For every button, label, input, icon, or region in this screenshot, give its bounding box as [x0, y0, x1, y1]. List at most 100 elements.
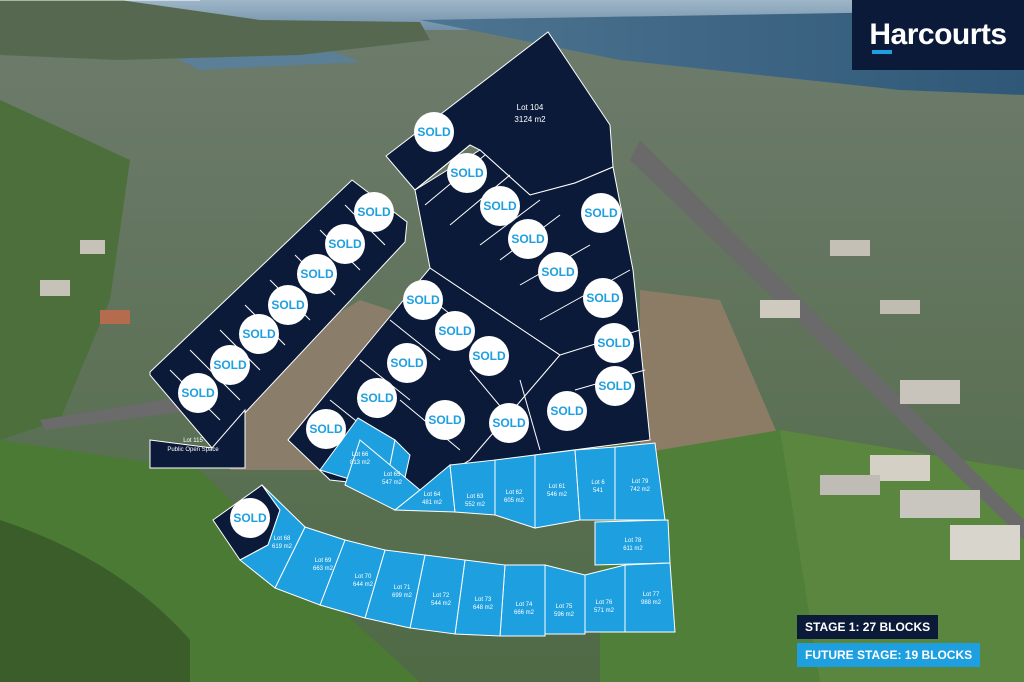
sold-badge-label: SOLD: [597, 336, 631, 350]
lot-76-shape: [584, 564, 626, 633]
lot-62-area: 605 m2: [504, 498, 525, 504]
sold-badge-label: SOLD: [213, 358, 247, 372]
sold-badge: [595, 366, 635, 406]
sold-badge-label: SOLD: [328, 237, 362, 251]
lot-74-name: Lot 74: [516, 602, 533, 608]
lot-74-area: 666 m2: [514, 610, 535, 616]
lot-77-area: 988 m2: [641, 600, 662, 606]
lot-66-area: 813 m2: [350, 460, 371, 466]
future-stage-lots: [239, 417, 676, 637]
lot-70-name: Lot 70: [355, 574, 372, 580]
lot-115-name: Lot 115: [183, 438, 203, 444]
lot-71-name: Lot 71: [394, 585, 411, 591]
sold-badge: [581, 193, 621, 233]
sold-badge: [210, 345, 250, 385]
legend-stage1: STAGE 1: 27 BLOCKS: [797, 615, 939, 639]
sold-badge: [480, 186, 520, 226]
sold-badge-label: SOLD: [357, 205, 391, 219]
sold-badge: [268, 285, 308, 325]
lot-63-area: 552 m2: [465, 502, 486, 508]
lot-61-name: Lot 61: [549, 484, 566, 490]
sold-badge-label: SOLD: [390, 356, 424, 370]
sold-badge: [594, 323, 634, 363]
sold-badge-label: SOLD: [472, 349, 506, 363]
lot-73-area: 648 m2: [473, 605, 494, 611]
sold-markers: SOLDSOLDSOLDSOLDSOLDSOLDSOLDSOLDSOLDSOLD…: [178, 112, 635, 538]
lot-66-name: Lot 66: [352, 452, 369, 458]
lot-64-name: Lot 64: [424, 492, 441, 498]
lot-71-area: 699 m2: [392, 593, 413, 599]
sold-badge: [425, 400, 465, 440]
lot-73-name: Lot 73: [475, 597, 492, 603]
lot-70-area: 644 m2: [353, 582, 374, 588]
lot-75-area: 596 m2: [554, 612, 575, 618]
lot-74-shape: [499, 564, 546, 637]
sold-badge-label: SOLD: [406, 293, 440, 307]
sold-badge-label: SOLD: [309, 422, 343, 436]
sold-badge-label: SOLD: [450, 166, 484, 180]
sold-badge-label: SOLD: [483, 199, 517, 213]
sold-badge: [357, 378, 397, 418]
lot-68-name: Lot 68: [274, 536, 291, 542]
sold-badge-label: SOLD: [438, 324, 472, 338]
sold-badge-label: SOLD: [417, 125, 451, 139]
lot-68-area: 619 m2: [272, 544, 293, 550]
lot-68-shape: [239, 484, 306, 589]
sold-badge-label: SOLD: [511, 232, 545, 246]
sold-badge: [469, 336, 509, 376]
sold-badge-label: SOLD: [586, 291, 620, 305]
lot-75-shape: [544, 564, 586, 635]
harcourts-logo: Harcourts: [852, 0, 1024, 70]
lot-72-name: Lot 72: [433, 593, 450, 599]
sold-badge: [297, 254, 337, 294]
lot-75-name: Lot 75: [556, 604, 573, 610]
sold-badge-label: SOLD: [584, 206, 618, 220]
legend-future-stage: FUTURE STAGE: 19 BLOCKS: [797, 643, 981, 667]
sold-badge: [508, 219, 548, 259]
sold-badge: [547, 391, 587, 431]
sold-badge-label: SOLD: [541, 265, 575, 279]
sold-badge-label: SOLD: [360, 391, 394, 405]
lot-63-name: Lot 63: [467, 494, 484, 500]
sold-badge: [583, 278, 623, 318]
sold-badge: [489, 403, 529, 443]
lot-60-area: 541: [593, 488, 604, 494]
sold-badge-label: SOLD: [428, 413, 462, 427]
sold-badge: [447, 153, 487, 193]
sold-badge: [239, 314, 279, 354]
sold-badge-label: SOLD: [300, 267, 334, 281]
sold-badge-label: SOLD: [598, 379, 632, 393]
lot-69-area: 663 m2: [313, 566, 334, 572]
lot-62-name: Lot 62: [506, 490, 523, 496]
lot-76-area: 571 m2: [594, 608, 615, 614]
lot-64-area: 481 m2: [422, 500, 443, 506]
brand-name: Harcourts: [869, 18, 1007, 51]
sold-badge-label: SOLD: [550, 404, 584, 418]
lot-115-area: Public Open Space: [167, 447, 219, 453]
lot-104-name: Lot 104: [517, 103, 544, 112]
sold-badge: [414, 112, 454, 152]
lot-104-area: 3124 m2: [514, 115, 546, 124]
sold-badge: [230, 498, 270, 538]
lot-72-area: 544 m2: [431, 601, 452, 607]
sold-badge: [178, 373, 218, 413]
lot-65-name: Lot 65: [384, 472, 401, 478]
lot-61-area: 546 m2: [547, 492, 568, 498]
sold-badge-label: SOLD: [492, 416, 526, 430]
sold-badge: [306, 409, 346, 449]
sold-badge: [538, 252, 578, 292]
lot-labels: Lot 104 3124 m2 Lot 115 Public Open Spac…: [167, 103, 661, 618]
sold-badge: [387, 343, 427, 383]
sold-badge-label: SOLD: [242, 327, 276, 341]
lot-79-name: Lot 79: [632, 479, 649, 485]
lot-76-name: Lot 76: [596, 600, 613, 606]
lot-78-area: 611 m2: [623, 546, 643, 552]
sold-badge: [325, 224, 365, 264]
lot-115-block: [149, 408, 246, 469]
sold-badge: [403, 280, 443, 320]
sold-badge: [354, 192, 394, 232]
lot-69-name: Lot 69: [315, 558, 332, 564]
sold-badge-label: SOLD: [271, 298, 305, 312]
sold-badge-label: SOLD: [233, 511, 267, 525]
